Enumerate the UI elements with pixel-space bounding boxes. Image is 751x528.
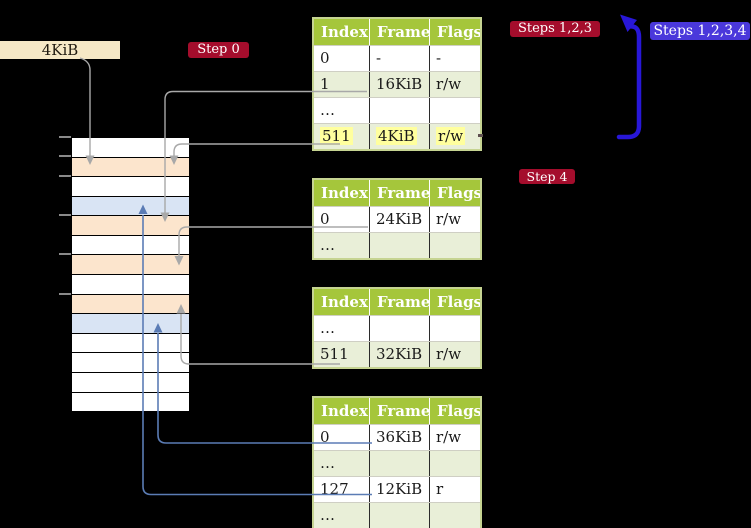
table-cell: 4KiB [369,124,429,149]
table-cell: … [320,101,335,119]
table-cell: … [320,506,335,524]
column-header: Flags [429,398,480,424]
table-cell [429,233,480,258]
table-cell: - [429,46,480,71]
table-cell [369,503,429,528]
column-header: Flags [429,289,480,315]
table-cell: r [429,477,480,502]
column-header: Frame [369,180,429,206]
memory-address-tick [59,155,71,158]
table-row: … [314,502,480,528]
table-cell: … [320,454,335,472]
column-header: Flags [429,180,480,206]
column-header: Index [321,402,368,420]
table-cell: 32KiB [369,342,429,367]
table-cell: 0 [320,210,330,228]
memory-address-label-4kib: 4KiB [0,41,120,59]
column-header: Flags [429,19,480,45]
memory-row-free [72,332,189,353]
memory-row-free [72,352,189,372]
column-header: Index [321,184,368,202]
memory-row-free [72,371,189,392]
table-row: … [314,97,480,123]
table-cell: r/w [429,342,480,367]
physical-memory-column [71,137,190,412]
table-cell: r/w [429,425,480,450]
table-cell: 12KiB [369,477,429,502]
table-cell: 1 [320,75,330,93]
table-cell: 511 [320,127,353,145]
table-row: 0 -- [314,45,480,71]
memory-row-free [72,274,189,294]
table-cell: 36KiB [369,425,429,450]
memory-address-tick [59,135,71,138]
table-cell: 127 [320,480,349,498]
steps-123-badge: Steps 1,2,3 [510,21,600,37]
memory-address-tick [59,253,71,256]
memory-row-page [72,313,189,333]
recursive-loop-arrow [616,14,642,140]
memory-row-table [72,156,189,177]
column-header: Frame [369,19,429,45]
table-row: … [314,450,480,476]
table-cell [429,316,480,341]
memory-address-tick [59,292,71,295]
table-cell [369,98,429,123]
memory-row-table [72,293,189,314]
table-cell [429,98,480,123]
memory-row-table [72,215,189,235]
steps-1234-badge: Steps 1,2,3,4 [650,22,750,40]
memory-address-tick [59,214,71,217]
memory-row-page [72,195,189,216]
table-cell [429,503,480,528]
memory-row-free [72,176,189,196]
column-header: Index [321,293,368,311]
table-cell: 0 [320,428,330,446]
memory-row-table [72,254,189,275]
memory-row-free [72,138,189,157]
table-cell: r/w [429,72,480,97]
table-cell: r/w [429,124,480,149]
table-cell: 16KiB [369,72,429,97]
table-row: … [314,315,480,341]
artifact-mark [478,134,483,137]
column-header: Frame [369,398,429,424]
table-cell: - [369,46,429,71]
step0-badge: Step 0 [188,42,249,58]
step4-badge: Step 4 [519,169,575,184]
memory-address-tick [59,174,71,177]
table-cell [369,316,429,341]
memory-row-free [72,234,189,255]
table-row: … [314,232,480,258]
table-cell [369,233,429,258]
table-cell: r/w [429,207,480,232]
table-cell: 24KiB [369,207,429,232]
table-cell: … [320,319,335,337]
column-header: Index [321,23,368,41]
table-cell: 511 [320,345,349,363]
memory-row-free [72,391,189,412]
table-cell: … [320,236,335,254]
table-cell: 0 [320,49,330,67]
table-cell [429,451,480,476]
table-cell [369,451,429,476]
column-header: Frame [369,289,429,315]
